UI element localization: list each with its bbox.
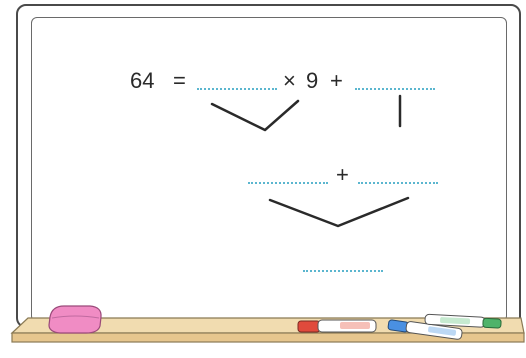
answer-blank-partial-1[interactable] (248, 182, 328, 184)
tray-front (11, 332, 525, 343)
answer-blank-remainder[interactable] (355, 88, 435, 90)
times-sign: × (283, 68, 296, 93)
answer-blank-partial-2[interactable] (358, 182, 438, 184)
whiteboard-surface (31, 17, 507, 322)
plus-sign: + (330, 68, 343, 93)
factor-nine: 9 (306, 68, 319, 93)
equals-sign: = (173, 68, 186, 93)
plus-sign-step2: + (336, 162, 349, 187)
answer-blank-quotient[interactable] (197, 88, 277, 90)
equation-lhs: 64 (130, 68, 155, 93)
answer-blank-final[interactable] (303, 270, 383, 272)
